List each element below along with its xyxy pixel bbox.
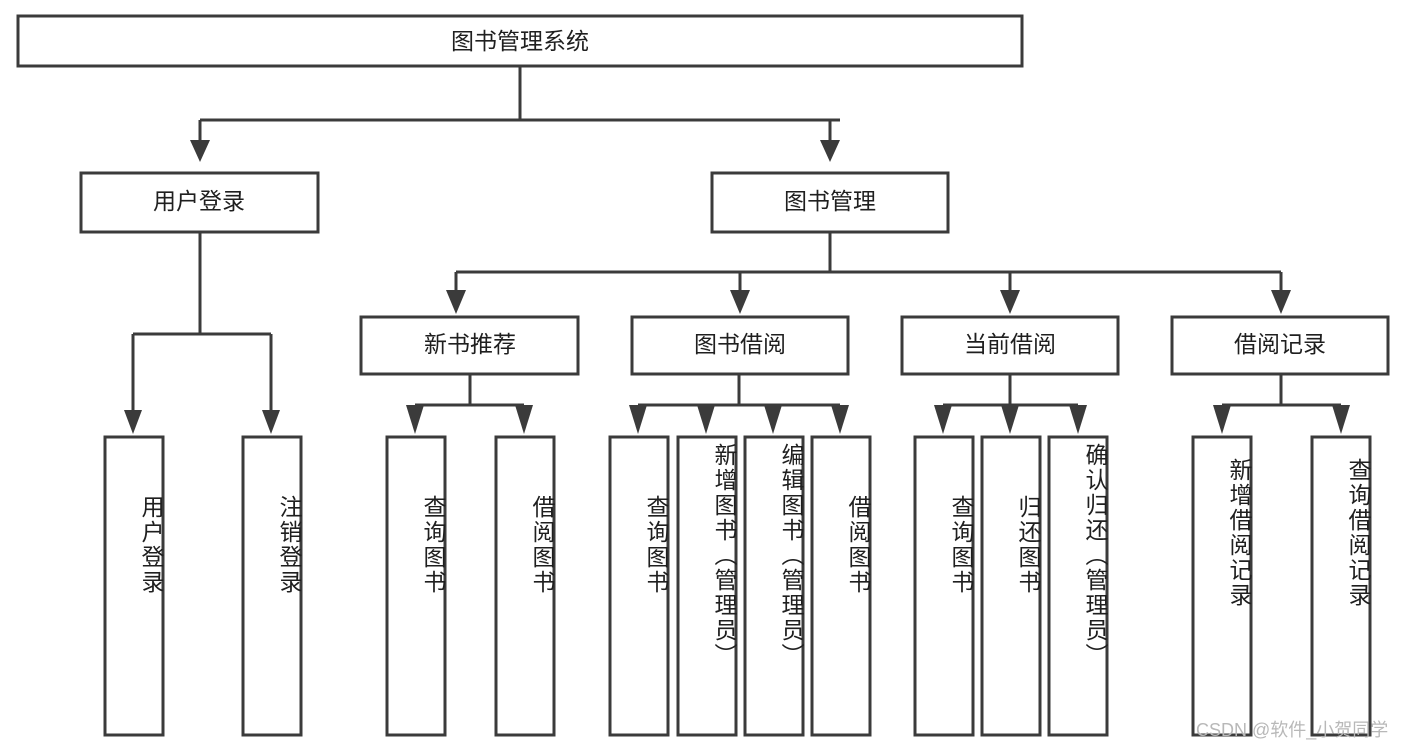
arrowhead-borrow-record <box>1271 290 1291 314</box>
arrowhead-leaf-add-book <box>697 405 715 434</box>
arrowhead-book-borrow <box>730 290 750 314</box>
arrowhead-leaf-query-book-3 <box>934 405 952 434</box>
connector-group-book-borrow <box>629 375 849 434</box>
arrowhead-leaf-query-book-1 <box>406 405 424 434</box>
node-current-borrow-rect[interactable] <box>900 315 1120 376</box>
node-leaf-borrow-book-2-rect[interactable] <box>810 435 872 737</box>
node-leaf-borrow-book-1-rect[interactable] <box>494 435 556 737</box>
node-leaf-query-book-1-rect[interactable] <box>385 435 447 737</box>
arrowhead-user-login <box>190 140 210 162</box>
node-new-book-recommend-label: 新书推荐 <box>424 331 516 357</box>
node-root[interactable]: 图书管理系统 <box>16 14 1024 68</box>
node-borrow-record[interactable]: 借阅记录 <box>1170 315 1390 376</box>
arrowhead-leaf-edit-book <box>764 405 782 434</box>
connector-group-book-manage <box>446 233 1291 314</box>
node-book-manage-label: 图书管理 <box>784 188 876 214</box>
arrowhead-new-book-recommend <box>446 290 466 314</box>
arrowhead-leaf-borrow-book-1 <box>515 405 533 434</box>
node-leaf-query-book-3-rect[interactable] <box>913 435 975 737</box>
node-leaf-edit-book-rect[interactable] <box>743 435 805 737</box>
node-leaf-add-book-rect[interactable] <box>676 435 738 737</box>
arrowhead-leaf-user-login <box>124 410 142 434</box>
watermark-text: CSDN @软件_小贺同学 <box>1196 720 1389 740</box>
arrowhead-leaf-confirm-return <box>1069 405 1087 434</box>
arrowhead-current-borrow <box>1000 290 1020 314</box>
node-leaf-user-logout-rect[interactable] <box>241 435 303 737</box>
node-book-borrow-rect[interactable] <box>630 315 850 376</box>
node-root-rect[interactable] <box>16 14 1024 68</box>
node-new-book-recommend[interactable]: 新书推荐 <box>359 315 580 376</box>
node-leaf-query-book-2-rect[interactable] <box>608 435 670 737</box>
arrowhead-leaf-borrow-book-2 <box>831 405 849 434</box>
node-book-borrow-label: 图书借阅 <box>694 331 786 357</box>
node-user-login-label: 用户登录 <box>153 188 245 214</box>
node-book-manage[interactable]: 图书管理 <box>710 171 950 234</box>
arrowhead-leaf-query-book-2 <box>629 405 647 434</box>
arrowhead-leaf-add-record <box>1213 405 1231 434</box>
connector-group-root <box>190 66 840 162</box>
node-leaf-user-login-rect[interactable] <box>103 435 165 737</box>
node-current-borrow-label: 当前借阅 <box>964 331 1056 357</box>
node-current-borrow[interactable]: 当前借阅 <box>900 315 1120 376</box>
node-leaf-confirm-return-rect[interactable] <box>1047 435 1109 737</box>
node-root-label: 图书管理系统 <box>451 28 589 54</box>
arrowhead-leaf-query-record <box>1332 405 1350 434</box>
arrowhead-leaf-return-book <box>1001 405 1019 434</box>
node-user-login[interactable]: 用户登录 <box>79 171 320 234</box>
node-new-book-recommend-rect[interactable] <box>359 315 580 376</box>
arrowhead-leaf-user-logout <box>262 410 280 434</box>
node-book-borrow[interactable]: 图书借阅 <box>630 315 850 376</box>
node-borrow-record-rect[interactable] <box>1170 315 1390 376</box>
connector-group-current-borrow <box>934 375 1087 434</box>
node-user-login-rect[interactable] <box>79 171 320 234</box>
node-borrow-record-label: 借阅记录 <box>1234 331 1326 357</box>
node-leaf-add-record-rect[interactable] <box>1191 435 1253 737</box>
node-book-manage-rect[interactable] <box>710 171 950 234</box>
node-leaf-return-book-rect[interactable] <box>980 435 1042 737</box>
connector-group-user-login <box>124 233 280 434</box>
connector-group-borrow-record <box>1213 375 1350 434</box>
node-leaf-query-record-rect[interactable] <box>1310 435 1372 737</box>
connector-group-new-book-recommend <box>406 375 533 434</box>
arrowhead-book-manage <box>820 140 840 162</box>
